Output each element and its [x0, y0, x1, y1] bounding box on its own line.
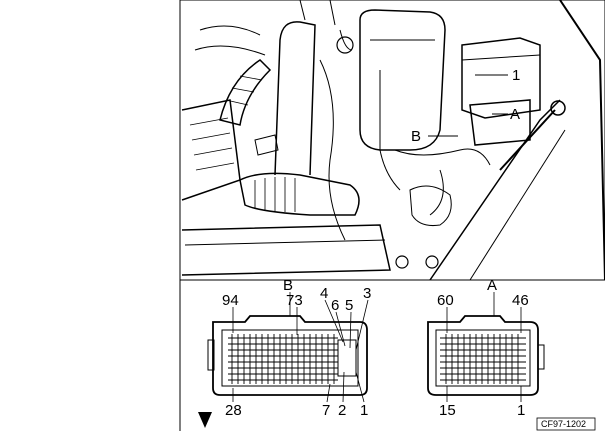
figure-reference: CF97-1202	[536, 417, 596, 431]
connector-a-letter: A	[487, 277, 497, 294]
connector-b: B 94 73 4 6 5 3 28 7 2 1	[207, 277, 371, 419]
connector-b-pin-2: 2	[338, 402, 346, 419]
engine-callouts: 1 A B	[411, 67, 520, 145]
connector-a-pin-1: 1	[517, 402, 525, 419]
direction-arrow-icon	[198, 412, 212, 428]
connector-b-pin-73: 73	[286, 292, 303, 309]
connector-b-pin-1: 1	[360, 402, 368, 419]
connector-a: A 60 46 15 1	[427, 277, 545, 419]
connector-b-pin-6: 6	[331, 297, 339, 314]
connector-a-pin-46: 46	[512, 292, 529, 309]
connector-a-pin-15: 15	[439, 402, 456, 419]
connector-a-pin-60: 60	[437, 292, 454, 309]
connector-b-pin-5: 5	[345, 297, 353, 314]
connector-b-letter: B	[283, 277, 293, 294]
callout-connector-b: B	[411, 128, 421, 145]
connector-b-pin-3: 3	[363, 285, 371, 302]
connector-b-pin-4: 4	[320, 285, 328, 302]
connector-b-pin-28: 28	[225, 402, 242, 419]
connector-b-pin-94: 94	[222, 292, 239, 309]
callout-connector-a: A	[510, 106, 520, 123]
connector-b-pin-7: 7	[322, 402, 330, 419]
figure-ref-label: CF97-1202	[541, 419, 586, 429]
engine-bay-illustration	[179, 0, 605, 281]
callout-part-1: 1	[512, 67, 520, 84]
